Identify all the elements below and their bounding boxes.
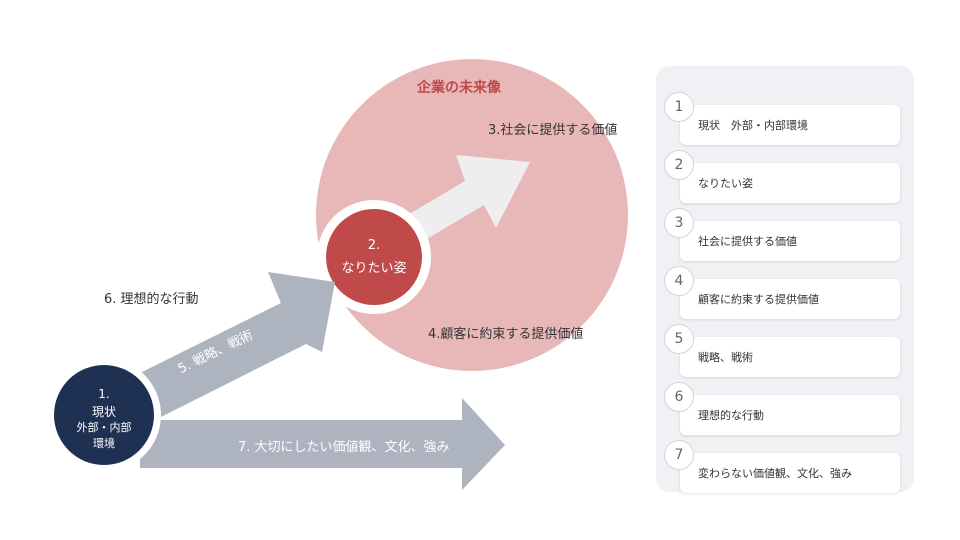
list-item-bar (680, 395, 900, 435)
list-item-bar (680, 279, 900, 319)
list-item-bar (680, 221, 900, 261)
white-arrow (396, 155, 530, 246)
list-item-label: 理想的な行動 (698, 409, 764, 422)
strategy-arrow (130, 272, 335, 420)
list-item-number: 3 (664, 208, 694, 238)
list-item-label: 現状 外部・内部環境 (698, 119, 808, 132)
ideal-circle (326, 209, 422, 305)
values-label: 7. 大切にしたい価値観、文化、強み (238, 440, 450, 455)
values-arrow (140, 398, 505, 490)
list-item-number: 6 (664, 382, 694, 412)
list-item-label: 顧客に約束する提供価値 (698, 293, 819, 306)
list-item-label: 社会に提供する価値 (698, 235, 797, 248)
list-item-number: 1 (664, 92, 694, 122)
value-to-society-label: 3.社会に提供する価値 (488, 123, 618, 138)
list-item: 5 戦略、戦術 (656, 312, 914, 377)
list-item-number: 4 (664, 266, 694, 296)
list-item-bar (680, 337, 900, 377)
list-item: 1 現状 外部・内部環境 (656, 80, 914, 145)
list-item-number: 2 (664, 150, 694, 180)
list-item-bar (680, 453, 900, 493)
list-item: 2 なりたい姿 (656, 138, 914, 203)
list-item-number: 7 (664, 440, 694, 470)
current-sub1: 外部・内部 (76, 421, 132, 434)
list-item: 7 変わらない価値観、文化、強み (656, 428, 914, 493)
list-item-number: 5 (664, 324, 694, 354)
ideal-label: なりたい姿 (341, 261, 407, 276)
current-circle (54, 365, 154, 465)
ideal-action-label: 6. 理想的な行動 (104, 292, 199, 307)
customer-value-label: 4.顧客に約束する提供価値 (428, 327, 584, 342)
future-title: 企業の未来像 (417, 80, 501, 96)
list-item-bar (680, 105, 900, 145)
list-item-label: 戦略、戦術 (698, 351, 753, 364)
list-item-label: 変わらない価値観、文化、強み (698, 467, 852, 480)
list-item: 3 社会に提供する価値 (656, 196, 914, 261)
ideal-number: 2. (367, 238, 381, 253)
current-sub2: 環境 (93, 437, 115, 450)
current-label: 現状 (91, 405, 116, 419)
legend-panel: 1 現状 外部・内部環境 2 なりたい姿 3 社会に提供する価値 4 顧客に約束… (656, 66, 914, 493)
list-item: 6 理想的な行動 (656, 370, 914, 435)
current-number: 1. (98, 387, 110, 401)
list-item: 4 顧客に約束する提供価値 (656, 254, 914, 319)
list-item-label: なりたい姿 (698, 177, 753, 190)
list-item-bar (680, 163, 900, 203)
